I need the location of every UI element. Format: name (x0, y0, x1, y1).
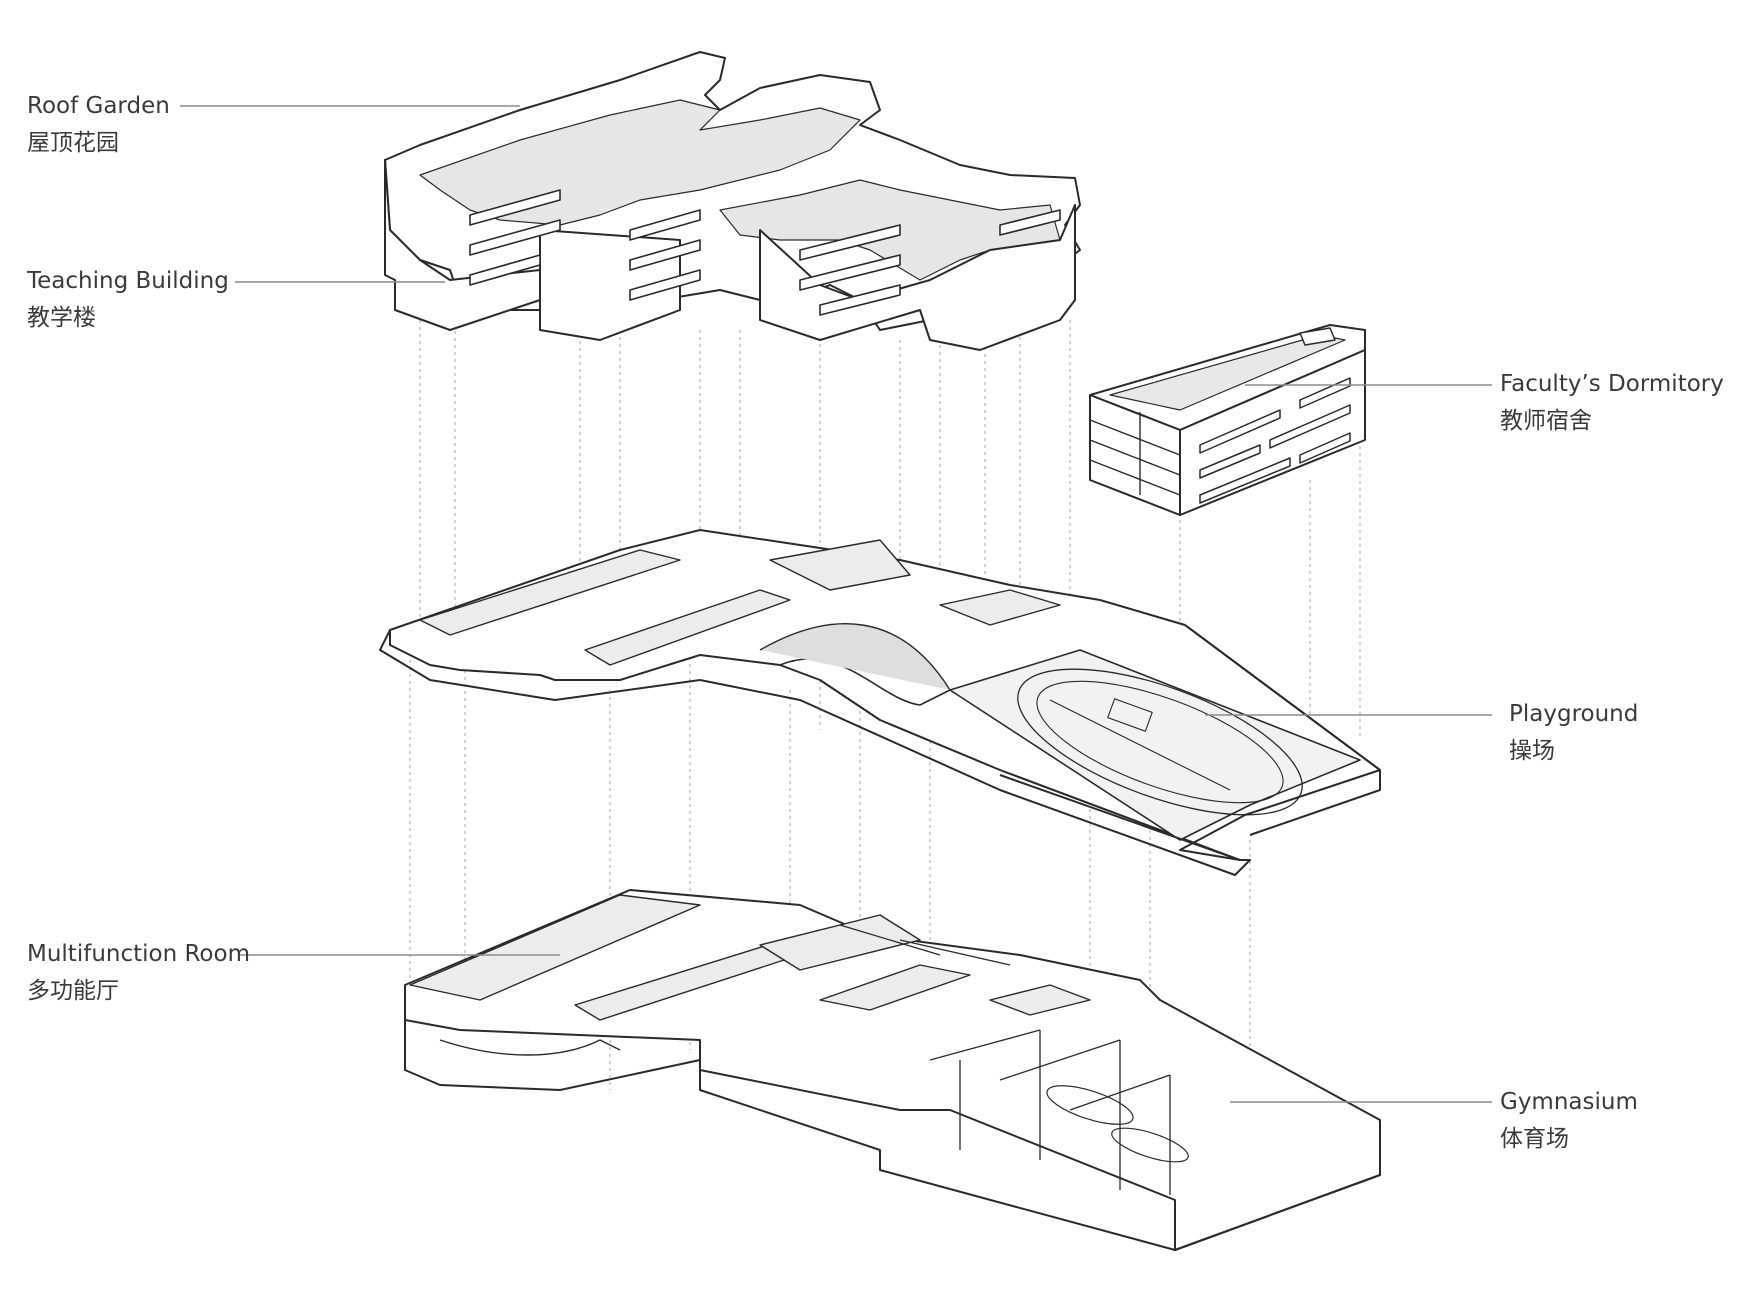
label-gymnasium-zh: 体育场 (1500, 1126, 1569, 1152)
label-playground-zh: 操场 (1509, 738, 1555, 764)
label-faculty-dormitory: Faculty’s Dormitory 教师宿舍 (1500, 373, 1724, 433)
label-roof-garden-zh: 屋顶花园 (27, 130, 119, 156)
label-gymnasium: Gymnasium 体育场 (1500, 1091, 1638, 1151)
label-roof-garden: Roof Garden 屋顶花园 (27, 95, 170, 155)
label-gymnasium-en: Gymnasium (1500, 1089, 1638, 1115)
label-playground-en: Playground (1509, 701, 1639, 727)
label-teaching-building-en: Teaching Building (27, 268, 229, 294)
label-roof-garden-en: Roof Garden (27, 93, 170, 119)
label-faculty-dormitory-zh: 教师宿舍 (1500, 408, 1592, 434)
label-multifunction-room-zh: 多功能厅 (27, 978, 119, 1004)
label-faculty-dormitory-en: Faculty’s Dormitory (1500, 371, 1724, 397)
playground-level (379, 529, 1381, 876)
leader-lines (180, 105, 1492, 1103)
label-multifunction-room-en: Multifunction Room (27, 941, 250, 967)
label-multifunction-room: Multifunction Room 多功能厅 (27, 943, 250, 1003)
label-teaching-building-zh: 教学楼 (27, 305, 96, 331)
teaching-building-block (384, 51, 1081, 351)
basement-level (404, 889, 1381, 1251)
label-playground: Playground 操场 (1509, 703, 1638, 763)
label-teaching-building: Teaching Building 教学楼 (27, 270, 229, 330)
faculty-dormitory-block (1089, 324, 1366, 516)
